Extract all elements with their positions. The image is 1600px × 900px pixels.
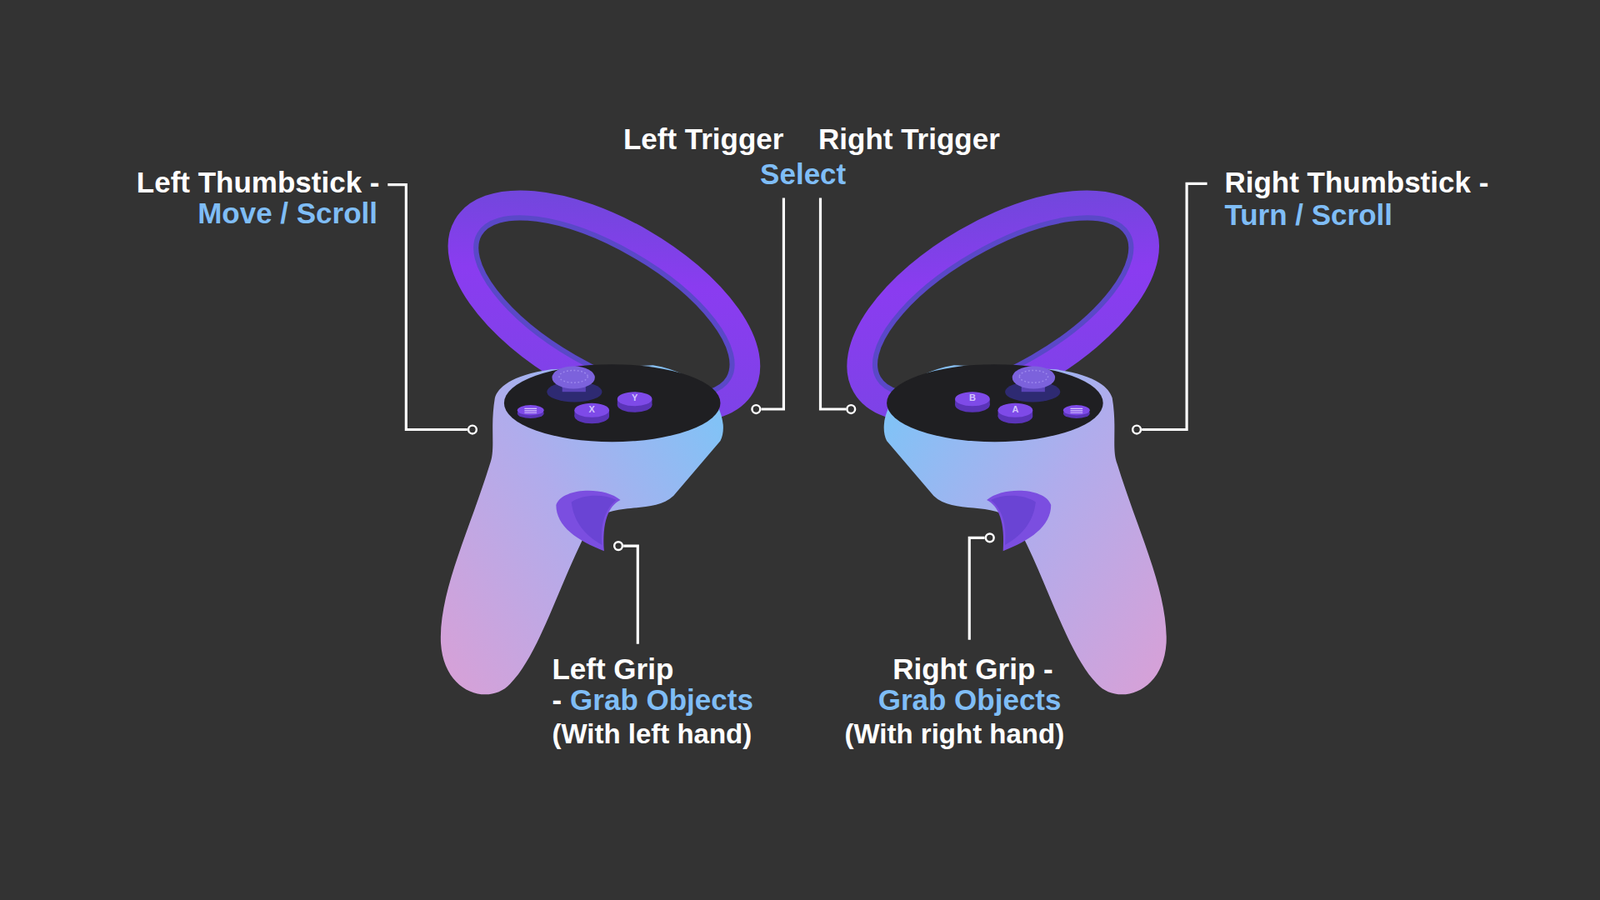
menu-icon bbox=[524, 408, 537, 413]
leader-dot bbox=[751, 405, 760, 414]
leader-dot bbox=[468, 425, 477, 435]
thumbstick-texture bbox=[559, 370, 588, 383]
leader-dot bbox=[1132, 425, 1141, 435]
callout-label: Right Grip - bbox=[892, 652, 1053, 686]
action-label: Turn / Scroll bbox=[1224, 198, 1393, 232]
face-plate bbox=[504, 364, 721, 442]
leader-line bbox=[623, 545, 638, 645]
button-letter: B bbox=[969, 392, 976, 404]
button-letter: Y bbox=[631, 392, 638, 404]
callout-label: Left Grip bbox=[551, 652, 674, 686]
separator-dash: - bbox=[551, 683, 562, 717]
leader-dot bbox=[985, 533, 995, 542]
callout-label: Right Trigger bbox=[818, 122, 1000, 156]
button-letter: X bbox=[589, 404, 595, 415]
action-label: Move / Scroll bbox=[197, 196, 378, 230]
action-label: Grab Objects bbox=[570, 683, 754, 717]
grip-button bbox=[555, 490, 620, 552]
note-label: (With right hand) bbox=[845, 718, 1065, 750]
leader-line bbox=[820, 198, 846, 410]
tracking-ring bbox=[430, 163, 778, 449]
callout-label: Right Thumbstick - bbox=[1224, 165, 1489, 200]
callout-label: Left Thumbstick - bbox=[136, 165, 380, 200]
leader-dot bbox=[614, 541, 623, 550]
face-button bbox=[617, 391, 653, 406]
callout-label: Left Trigger bbox=[623, 122, 785, 156]
note-label: (With left hand) bbox=[551, 718, 752, 750]
leader-lines bbox=[387, 183, 1207, 644]
leader-line bbox=[1141, 183, 1207, 430]
leader-line bbox=[760, 198, 784, 410]
leader-dot bbox=[846, 405, 855, 414]
right-controller bbox=[829, 163, 1177, 695]
grip-button-shade bbox=[571, 495, 617, 545]
leader-dots bbox=[468, 405, 1141, 550]
menu-button bbox=[517, 405, 545, 415]
illustration-group bbox=[387, 163, 1207, 695]
button-letter: A bbox=[1011, 404, 1019, 415]
action-label: Select bbox=[760, 157, 846, 191]
thumbstick-top bbox=[551, 366, 595, 390]
leader-line bbox=[969, 537, 985, 640]
face-button bbox=[574, 403, 610, 418]
left-controller bbox=[430, 163, 778, 695]
action-label: Grab Objects bbox=[878, 683, 1062, 717]
leader-line bbox=[387, 185, 468, 430]
